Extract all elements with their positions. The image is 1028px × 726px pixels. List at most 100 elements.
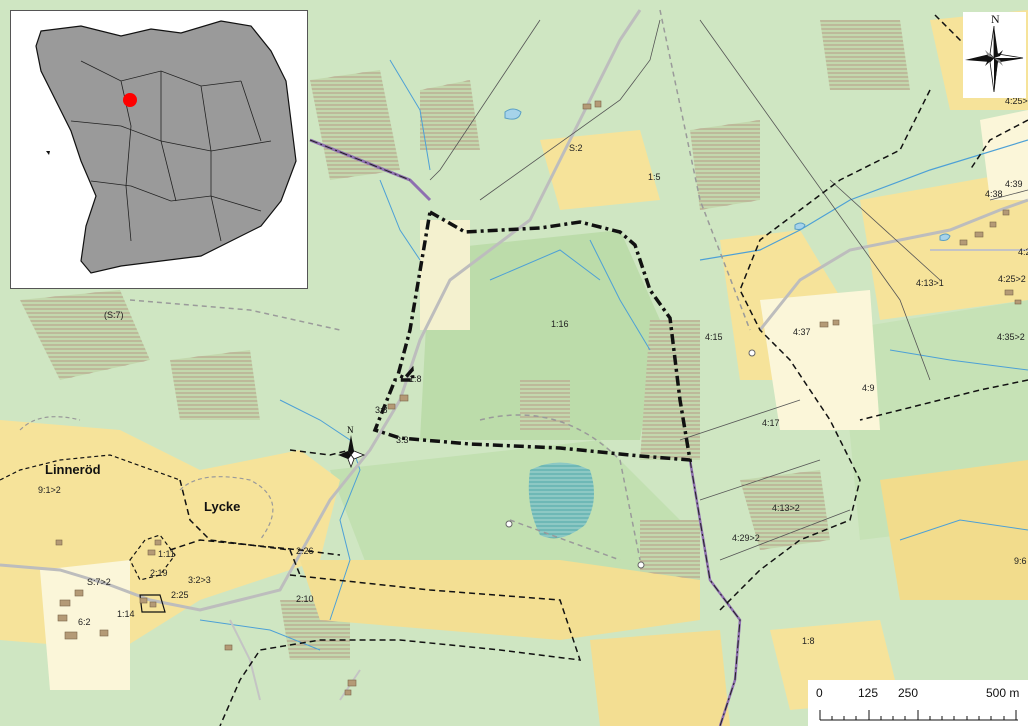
survey-point bbox=[637, 561, 645, 569]
forest-patch bbox=[420, 230, 660, 440]
scale-bar-ruler bbox=[819, 710, 1018, 721]
road bbox=[0, 9, 642, 612]
parcel-line bbox=[699, 19, 931, 381]
region-locator-map bbox=[35, 20, 297, 274]
parcel-line bbox=[699, 459, 821, 501]
wetland-hatch bbox=[20, 290, 150, 380]
road bbox=[758, 198, 1028, 331]
parcel-label: 4:25>2 bbox=[998, 274, 1026, 284]
field-area bbox=[860, 170, 1028, 320]
stream bbox=[279, 399, 361, 621]
meadow-area bbox=[420, 220, 470, 330]
compass-star-icon bbox=[965, 25, 1024, 93]
municipal-boundary bbox=[689, 459, 741, 726]
parcel-label: 4:9 bbox=[862, 383, 875, 393]
pond bbox=[939, 233, 951, 241]
wetland-hatch bbox=[690, 120, 760, 210]
study-area-boundary bbox=[372, 209, 693, 462]
parcel-line bbox=[719, 509, 851, 561]
stream bbox=[489, 249, 601, 281]
parcel-label: S:2 bbox=[569, 143, 583, 153]
field-area bbox=[300, 560, 700, 640]
parcel-label: 1:16 bbox=[551, 319, 569, 329]
parcel-label: 3:8 bbox=[375, 405, 388, 415]
pond bbox=[504, 108, 522, 120]
scale-tick-label: 125 bbox=[858, 686, 879, 700]
parcel-label: 4:15 bbox=[705, 332, 723, 342]
compass-rose: N bbox=[963, 12, 1026, 98]
parcel-label: 4:17 bbox=[762, 418, 780, 428]
parcel-label: 2:25 bbox=[171, 590, 189, 600]
parcel-label: 9:1>2 bbox=[38, 485, 61, 495]
wetland-hatch bbox=[820, 20, 910, 90]
path-dashed bbox=[19, 416, 81, 431]
small-north-arrow-icon: N bbox=[336, 425, 366, 469]
path-dashed bbox=[179, 476, 274, 541]
parcel-label: 3:2>3 bbox=[188, 575, 211, 585]
property-boundary bbox=[969, 119, 1028, 171]
property-boundary bbox=[139, 594, 166, 613]
parcel-line bbox=[829, 179, 941, 281]
property-boundary bbox=[129, 534, 176, 581]
parcel-label: 4:29>2 bbox=[732, 533, 760, 543]
building-cluster bbox=[55, 100, 1022, 696]
parcel-label: 4:35>2 bbox=[997, 332, 1025, 342]
stream bbox=[889, 349, 1028, 371]
scale-tick-label: 0 bbox=[816, 686, 823, 700]
wetland-hatch bbox=[170, 350, 260, 420]
path-dashed bbox=[659, 9, 751, 331]
parcel-label: 2:26 bbox=[296, 546, 314, 556]
municipal-boundary bbox=[309, 139, 411, 181]
coastal-island bbox=[46, 151, 50, 155]
parcel-line bbox=[479, 19, 661, 201]
parcel-label: 1:8 bbox=[802, 636, 815, 646]
scale-bar: 0 125 250 500 m bbox=[808, 680, 1028, 726]
field-area bbox=[880, 460, 1028, 600]
stream bbox=[899, 519, 1028, 541]
survey-point bbox=[748, 349, 756, 357]
stream bbox=[589, 239, 651, 351]
compass-north-label: N bbox=[991, 12, 1000, 26]
parcel-label: 4:39 bbox=[1005, 179, 1023, 189]
parcel-line bbox=[989, 189, 1028, 201]
wetland-hatch bbox=[420, 80, 480, 150]
property-boundary bbox=[0, 454, 181, 481]
parcel-label: (S:7) bbox=[104, 310, 124, 320]
meadow-area bbox=[980, 110, 1028, 200]
parcel-label: 9:6 bbox=[1014, 556, 1027, 566]
survey-point bbox=[505, 520, 513, 528]
parcel-label: 2:19 bbox=[150, 568, 168, 578]
property-boundary bbox=[219, 574, 582, 726]
region-outline bbox=[35, 20, 297, 274]
stream bbox=[379, 179, 421, 261]
place-name-lycke: Lycke bbox=[204, 499, 241, 514]
parcel-label: 6:2 bbox=[78, 617, 91, 627]
wetland-hatch bbox=[740, 470, 830, 550]
parcel-line bbox=[429, 19, 541, 181]
scale-tick-label: 500 m bbox=[986, 686, 1020, 700]
parcel-label: 4:2 bbox=[1018, 247, 1028, 257]
parcel-label: 4:37 bbox=[793, 327, 811, 337]
lake bbox=[528, 462, 594, 539]
parcel-label: 4:38 bbox=[985, 189, 1003, 199]
parcel-label: 1:11 bbox=[158, 549, 175, 559]
parcel-label: 1:8 bbox=[409, 374, 422, 384]
stream bbox=[699, 139, 1028, 261]
parcel-label: 2:10 bbox=[296, 594, 314, 604]
field-area bbox=[540, 130, 660, 210]
municipality-lines bbox=[70, 60, 272, 242]
road bbox=[229, 619, 261, 701]
locator-inset bbox=[10, 10, 308, 289]
property-boundary bbox=[859, 379, 1028, 421]
field-area bbox=[590, 630, 730, 726]
parcel-label: 1:14 bbox=[117, 609, 135, 619]
parcel-label: 1:5 bbox=[648, 172, 661, 182]
stream bbox=[389, 59, 431, 171]
parcel-label: 4:25> bbox=[1005, 96, 1028, 106]
wetland-hatch bbox=[520, 380, 570, 430]
wetland-hatch bbox=[310, 70, 400, 180]
path-dashed bbox=[509, 519, 621, 561]
parcel-label: S:7>2 bbox=[87, 577, 111, 587]
wetland-hatch bbox=[640, 320, 700, 460]
